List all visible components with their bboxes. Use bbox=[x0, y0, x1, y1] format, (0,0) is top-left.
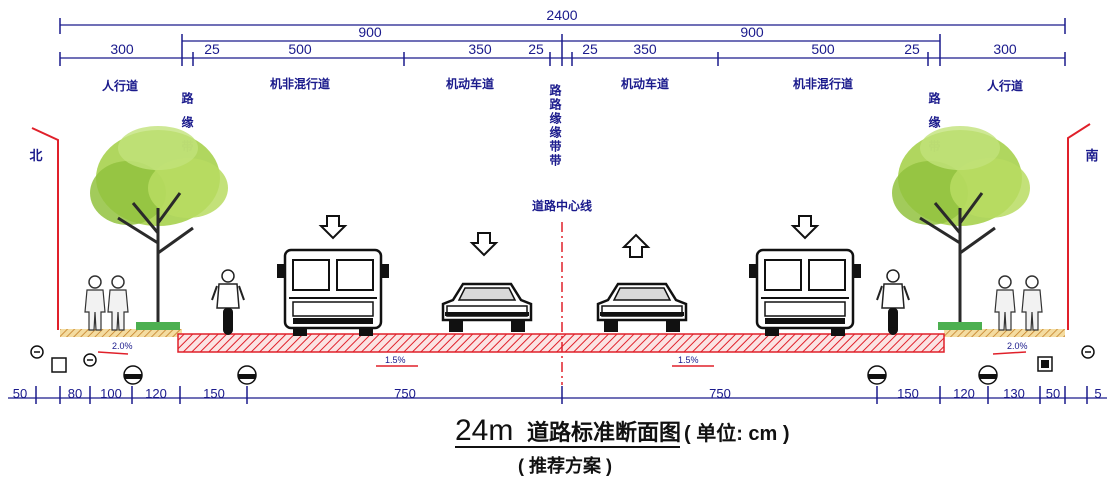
label-south: 南 bbox=[1085, 148, 1098, 163]
wall-left bbox=[31, 127, 59, 330]
bottom-dim-11: 50 bbox=[1046, 386, 1060, 401]
caption-prefix: 24m bbox=[455, 414, 513, 447]
bottom-dim-6: 750 bbox=[394, 386, 416, 401]
bus-right-icon bbox=[747, 248, 863, 338]
wall-right bbox=[1067, 123, 1091, 330]
bottom-dim-4: 120 bbox=[145, 386, 167, 401]
label-bike-right: 机非混行道 bbox=[793, 76, 853, 91]
utility-square-icon bbox=[51, 357, 67, 373]
dim-seg-1: 300 bbox=[110, 41, 134, 57]
bottom-dim-8: 150 bbox=[897, 386, 919, 401]
slope-road-left: 1.5% bbox=[385, 355, 406, 365]
dim-seg-4: 350 bbox=[468, 41, 492, 57]
dim-seg-6: 25 bbox=[582, 41, 598, 57]
pipe-icon bbox=[237, 365, 257, 385]
slope-sidewalk-left: 2.0% bbox=[112, 341, 133, 351]
caption-title: 道路标准断面图 bbox=[527, 420, 681, 445]
bottom-ticks bbox=[35, 386, 1088, 404]
slope-sidewalk-right: 2.0% bbox=[1007, 341, 1028, 351]
pipe-icon bbox=[123, 365, 143, 385]
label-centerline: 道路中心线 bbox=[532, 198, 592, 213]
pedestrian-icon bbox=[107, 275, 129, 331]
sidewalk-right-surface bbox=[944, 329, 1065, 337]
dim-total: 2400 bbox=[546, 7, 577, 23]
pedestrian-icon bbox=[994, 275, 1016, 331]
bottom-dim-10: 130 bbox=[1003, 386, 1025, 401]
arrow-up-icon bbox=[623, 234, 649, 258]
dim-seg-2: 25 bbox=[204, 41, 220, 57]
bus-left-icon bbox=[275, 248, 391, 338]
pedestrian-icon bbox=[84, 275, 106, 331]
label-motor-left: 机动车道 bbox=[446, 76, 494, 91]
arrow-down-icon bbox=[471, 232, 497, 256]
pipe-icon bbox=[978, 365, 998, 385]
bottom-dim-9: 120 bbox=[953, 386, 975, 401]
top-dimension-lines bbox=[59, 18, 1066, 66]
utility-symbols bbox=[30, 345, 1095, 385]
caption: 24m 道路标准断面图 ( 单位: cm ) ( 推荐方案 ) bbox=[455, 414, 790, 476]
bottom-dim-1: 50 bbox=[13, 386, 27, 401]
arrow-down-icon bbox=[320, 215, 346, 239]
bottom-dim-12: 5 bbox=[1094, 386, 1101, 401]
carriageway-surface bbox=[177, 333, 945, 353]
caption-subtitle: ( 推荐方案 ) bbox=[518, 455, 612, 476]
bottom-dim-3: 100 bbox=[100, 386, 122, 401]
sidewalk-left-surface bbox=[60, 329, 182, 337]
label-bike-left: 机非混行道 bbox=[270, 76, 330, 91]
car-right-icon bbox=[596, 282, 688, 334]
dim-seg-9: 25 bbox=[904, 41, 920, 57]
dim-half-right: 900 bbox=[740, 24, 764, 40]
dim-seg-5: 25 bbox=[528, 41, 544, 57]
slope-road-right: 1.5% bbox=[678, 355, 699, 365]
arrow-down-icon bbox=[792, 215, 818, 239]
caption-unit: ( 单位: cm ) bbox=[684, 421, 790, 445]
car-left-icon bbox=[441, 282, 533, 334]
bottom-dim-2: 80 bbox=[68, 386, 82, 401]
dim-half-left: 900 bbox=[358, 24, 382, 40]
bottom-dim-5: 150 bbox=[203, 386, 225, 401]
label-motor-right: 机动车道 bbox=[621, 76, 669, 91]
pedestrian-icon bbox=[1021, 275, 1043, 331]
dim-seg-3: 500 bbox=[288, 41, 312, 57]
cyclist-right-icon bbox=[876, 269, 910, 336]
dim-seg-8: 500 bbox=[811, 41, 835, 57]
label-sidewalk-right: 人行道 bbox=[987, 78, 1023, 93]
cyclist-left-icon bbox=[211, 269, 245, 336]
label-north: 北 bbox=[29, 148, 42, 163]
dim-seg-7: 350 bbox=[633, 41, 657, 57]
label-sidewalk-left: 人行道 bbox=[102, 78, 138, 93]
bottom-dim-7: 750 bbox=[709, 386, 731, 401]
label-curb-center: 路路缘缘带带 bbox=[548, 83, 562, 168]
pipe-icon bbox=[867, 365, 887, 385]
dim-seg-10: 300 bbox=[993, 41, 1017, 57]
